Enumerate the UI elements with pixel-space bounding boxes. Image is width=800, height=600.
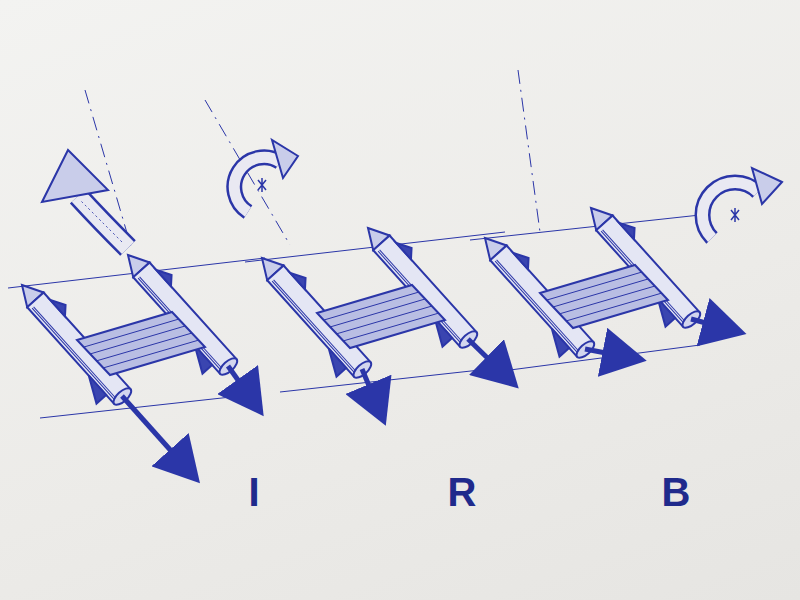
mode-letter: R: [448, 472, 477, 512]
mode-letter: B: [662, 472, 691, 512]
mode-letter: I: [248, 472, 259, 512]
